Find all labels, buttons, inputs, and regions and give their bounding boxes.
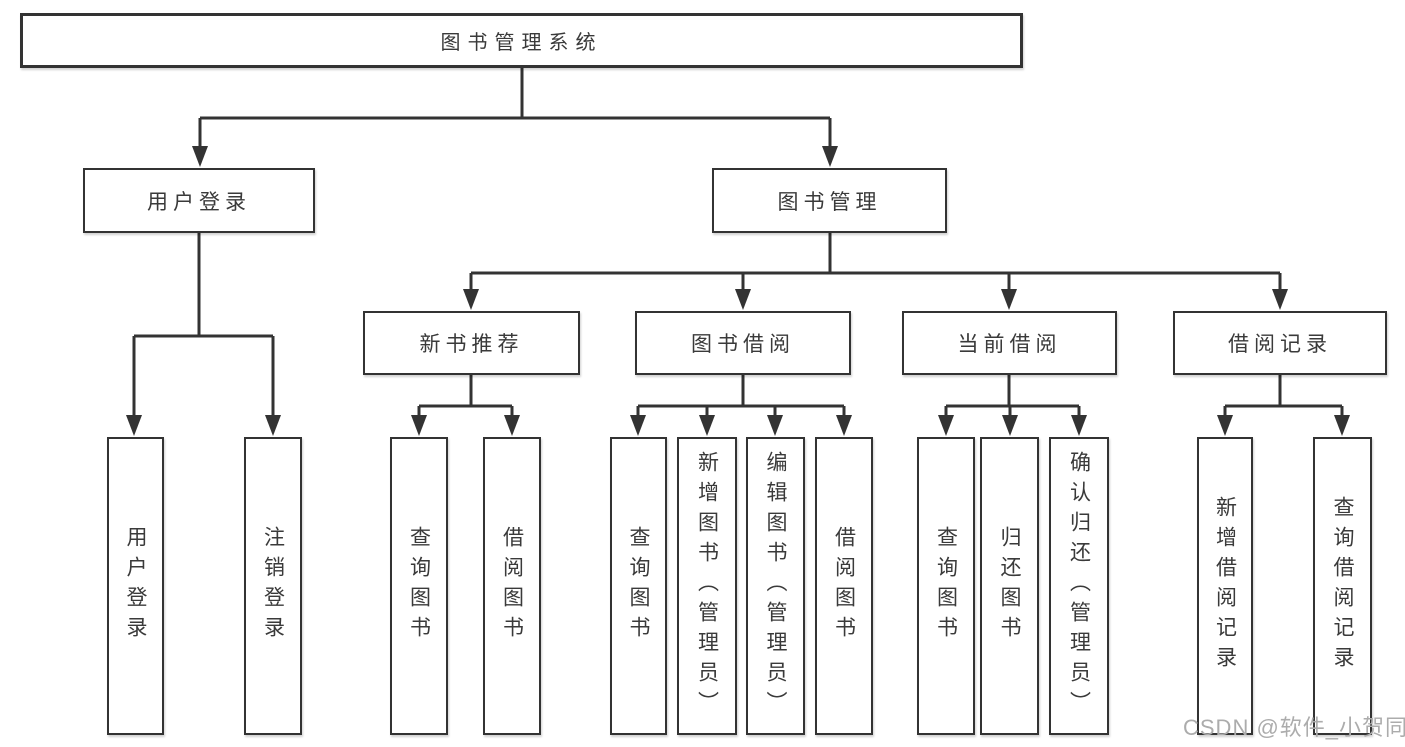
arrow-down-icon (463, 289, 479, 310)
leaf-add-books-admin: 新增图书（管理员） (677, 437, 737, 735)
leaf-borrow-books-recommend: 借阅图书 (483, 437, 541, 735)
arrow-down-icon (411, 415, 427, 436)
node-label: 新书推荐 (419, 333, 524, 356)
leaf-query-books-current: 查询图书 (917, 437, 975, 735)
node-label: 确认归还（管理员） (1067, 451, 1091, 721)
arrow-down-icon (126, 415, 142, 436)
node-label: 借阅图书 (832, 526, 856, 646)
arrow-down-icon (1001, 289, 1017, 310)
node-book-management: 图书管理 (712, 168, 947, 233)
node-label: 新增借阅记录 (1213, 496, 1237, 676)
leaf-borrow-books: 借阅图书 (815, 437, 873, 735)
node-label: 借阅记录 (1228, 333, 1332, 356)
node-user-login: 用户登录 (83, 168, 315, 233)
node-label: 编辑图书（管理员） (764, 451, 787, 721)
arrow-down-icon (1272, 289, 1288, 310)
arrow-down-icon (735, 289, 751, 310)
node-borrowing-records: 借阅记录 (1173, 311, 1387, 375)
leaf-query-borrow-record: 查询借阅记录 (1313, 437, 1372, 735)
arrow-down-icon (699, 415, 715, 436)
tree-edges (132, 67, 1344, 421)
arrow-down-icon (1334, 415, 1350, 436)
node-library-system: 图书管理系统 (20, 13, 1023, 68)
arrow-down-icon (1071, 415, 1087, 436)
node-label: 当前借阅 (957, 333, 1062, 356)
arrow-down-icon (265, 415, 281, 436)
leaf-confirm-return-admin: 确认归还（管理员） (1049, 437, 1109, 735)
arrow-down-icon (836, 415, 852, 436)
node-label: 注销登录 (261, 526, 285, 646)
leaf-logout: 注销登录 (244, 437, 302, 735)
node-label: 图书借阅 (691, 333, 795, 356)
arrow-down-icon (504, 415, 520, 436)
arrow-down-icon (938, 415, 954, 436)
node-label: 查询图书 (934, 526, 958, 646)
leaf-query-books-recommend: 查询图书 (390, 437, 448, 735)
arrow-down-icon (767, 415, 783, 436)
node-label: 图书管理 (777, 190, 882, 214)
node-label: 新增图书（管理员） (695, 451, 719, 721)
csdn-watermark: CSDN @软件_小贺同学 (1183, 715, 1405, 740)
node-label: 查询借阅记录 (1331, 496, 1354, 676)
node-label: 图书管理系统 (440, 32, 603, 54)
leaf-query-books-borrow: 查询图书 (610, 437, 667, 735)
node-new-book-recommend: 新书推荐 (363, 311, 580, 375)
leaf-edit-books-admin: 编辑图书（管理员） (746, 437, 805, 735)
node-book-borrowing: 图书借阅 (635, 311, 851, 375)
arrow-down-icon (822, 146, 838, 167)
leaf-add-borrow-record: 新增借阅记录 (1197, 437, 1253, 735)
node-label: 用户登录 (124, 526, 147, 646)
node-label: 查询图书 (407, 526, 431, 646)
arrow-down-icon (1217, 415, 1233, 436)
node-label: 查询图书 (627, 526, 650, 646)
node-label: 借阅图书 (500, 526, 524, 646)
node-label: 归还图书 (998, 526, 1021, 646)
leaf-user-login: 用户登录 (107, 437, 164, 735)
arrow-down-icon (1002, 415, 1018, 436)
arrowheads (126, 146, 1350, 436)
node-label: 用户登录 (147, 190, 251, 214)
arrow-down-icon (192, 146, 208, 167)
arrow-down-icon (630, 415, 646, 436)
node-current-borrowing: 当前借阅 (902, 311, 1117, 375)
leaf-return-books: 归还图书 (980, 437, 1039, 735)
